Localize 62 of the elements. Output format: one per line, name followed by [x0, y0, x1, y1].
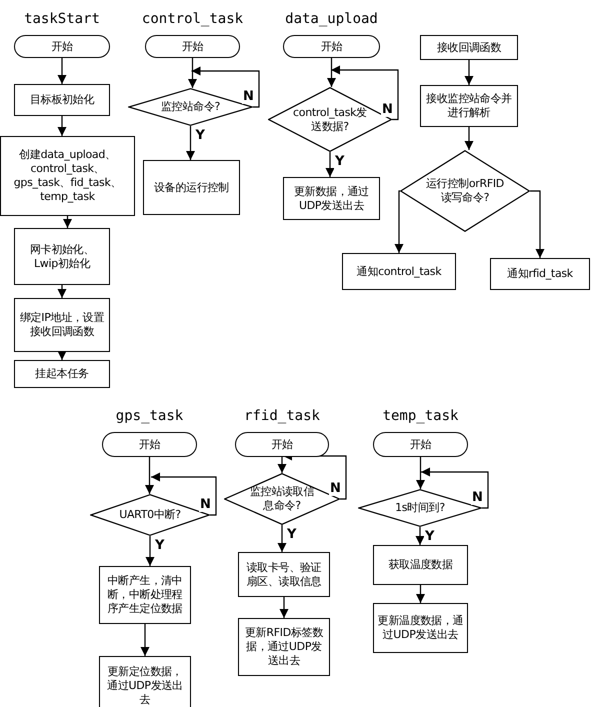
task-title: gps_task — [116, 408, 184, 424]
process-box: 接收监控站命令并进行解析 — [420, 85, 518, 127]
task-title: taskStart — [24, 11, 100, 27]
process-box: 更新RFID标签数据，通过UDP发送出去 — [238, 618, 330, 676]
process-box: 绑定IP地址，设置接收回调函数 — [14, 298, 110, 352]
arrow — [394, 190, 404, 253]
process-box: 更新温度数据，通过UDP发送出去 — [373, 603, 468, 653]
arrow — [145, 457, 154, 494]
arrow — [278, 457, 286, 473]
process-box: 更新数据，通过UDP发送出去 — [283, 177, 380, 220]
arrow — [146, 536, 154, 566]
arrow — [151, 472, 217, 516]
arrow — [63, 216, 72, 228]
arrow — [58, 58, 66, 84]
process-box: 目标板初始化 — [14, 84, 110, 116]
arrow — [58, 116, 66, 136]
arrow — [186, 126, 195, 160]
arrow — [331, 66, 399, 120]
process-box: 设备的运行控制 — [143, 160, 240, 215]
start-terminal: 开始 — [14, 35, 110, 58]
arrow — [416, 527, 424, 545]
arrow — [416, 585, 425, 603]
arrow — [192, 66, 260, 108]
decision-diamond: 运行控制orRFID读写命令? — [400, 150, 530, 232]
start-terminal: 开始 — [235, 432, 329, 457]
process-box: 读取卡号、验证扇区、读取信息 — [238, 552, 330, 597]
arrow — [280, 597, 288, 618]
process-box: 更新定位数据，通过UDP发送出去 — [99, 656, 191, 707]
arrow — [58, 285, 66, 298]
start-terminal: 开始 — [373, 432, 468, 457]
arrow — [464, 60, 474, 85]
task-title: temp_task — [382, 408, 458, 424]
arrow — [416, 457, 425, 489]
start-terminal: 开始 — [145, 35, 240, 58]
process-box: 通知control_task — [342, 253, 456, 290]
process-box: 挂起本任务 — [14, 360, 110, 388]
arrow — [140, 624, 150, 656]
arrow — [326, 152, 334, 177]
start-terminal: 开始 — [283, 35, 380, 58]
process-box: 中断产生，清中断，中断处理程序产生定位数据 — [99, 566, 191, 624]
edge-label: N — [471, 491, 484, 505]
arrow — [464, 127, 474, 150]
process-box: 接收回调函数 — [420, 35, 518, 60]
arrow — [327, 58, 336, 87]
edge-label: N — [329, 482, 342, 496]
arrow — [58, 351, 66, 360]
edge-label: N — [242, 90, 255, 104]
edge-label: Y — [334, 155, 346, 169]
arrow — [188, 58, 197, 88]
arrow — [278, 525, 286, 552]
start-terminal: 开始 — [102, 432, 197, 457]
task-title: data_upload — [285, 11, 378, 27]
edge-label: N — [381, 102, 394, 116]
edge-label: N — [199, 498, 212, 512]
process-box: 创建data_upload、control_task、gps_task、fid_task、temp_task — [0, 136, 135, 216]
task-title: rfid_task — [244, 408, 320, 424]
process-box: 通知rfid_task — [490, 258, 590, 290]
arrow — [530, 190, 544, 258]
process-box: 获取温度数据 — [373, 545, 468, 585]
process-box: 网卡初始化、Lwip初始化 — [14, 228, 110, 285]
arrow — [421, 468, 489, 509]
task-title: control_task — [142, 11, 244, 27]
